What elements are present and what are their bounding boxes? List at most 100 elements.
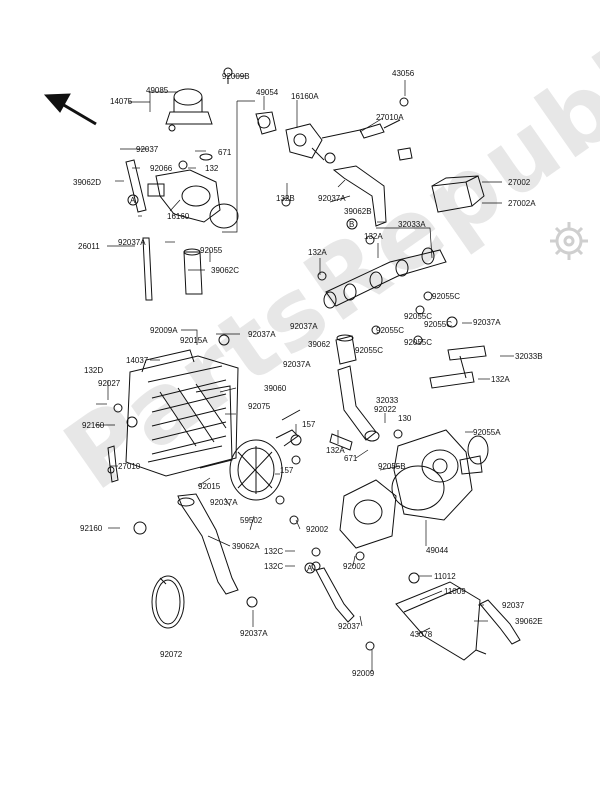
part-label-32033: 32033 [376, 396, 399, 405]
part-label-92037a-e: 92037A [283, 360, 311, 369]
water-pipe-32033 [329, 365, 380, 451]
part-label-11009: 11009 [444, 587, 466, 596]
part-label-92022: 92022 [374, 405, 397, 414]
part-label-92037-b: 92037 [502, 601, 525, 610]
part-label-92066: 92066 [150, 164, 173, 173]
callout-b: B [349, 220, 355, 229]
radiator-39060 [125, 349, 239, 477]
hose-39062e [479, 599, 521, 645]
part-label-92055c-c: 92055C [424, 320, 453, 329]
part-label-27010: 27010 [118, 462, 141, 471]
part-label-157-a: 157 [302, 420, 316, 429]
part-label-11012: 11012 [434, 572, 456, 581]
part-label-27002: 27002 [508, 178, 531, 187]
gear-icon [550, 222, 588, 260]
part-label-92072: 92072 [160, 650, 183, 659]
part-label-92015: 92015 [198, 482, 221, 491]
water-pipe-32033b [429, 345, 487, 389]
water-pipe-32033a [323, 247, 458, 345]
part-label-132a-b: 132A [308, 248, 327, 257]
part-label-92037a-b: 92037A [118, 238, 146, 247]
part-label-16160a: 16160A [291, 92, 319, 101]
water-pump-49044 [339, 429, 489, 549]
part-label-92009a: 92009A [150, 326, 178, 335]
part-label-92075: 92075 [248, 402, 271, 411]
hose-a-section [315, 567, 355, 623]
part-label-16160: 16160 [167, 212, 190, 221]
part-label-92055c-a: 92055C [432, 292, 461, 301]
thermostat-housing [147, 153, 239, 229]
part-label-132b: 132B [276, 194, 295, 203]
hose-39062a [177, 493, 239, 595]
part-label-92037a-a: 92037A [318, 194, 346, 203]
part-label-92037a-d: 92037A [290, 322, 318, 331]
part-label-92002-a: 92002 [306, 525, 329, 534]
reservoir-43078 [395, 581, 487, 661]
part-label-671-b: 671 [344, 454, 358, 463]
part-label-14075: 14075 [110, 97, 133, 106]
part-label-130: 130 [398, 414, 412, 423]
part-label-92055c-b: 92055C [404, 312, 433, 321]
part-label-92002-b: 92002 [343, 562, 366, 571]
leader-lines [95, 75, 514, 672]
part-label-27010a: 27010A [376, 113, 404, 122]
part-label-92037a-c: 92037A [473, 318, 501, 327]
part-label-92055a: 92055A [473, 428, 501, 437]
clamp-92072 [151, 575, 185, 629]
part-label-43056: 43056 [392, 69, 415, 78]
part-label-39062a: 39062A [232, 542, 260, 551]
part-label-671-a: 671 [218, 148, 232, 157]
part-label-92055c-e: 92055C [404, 338, 433, 347]
part-label-92037a-g: 92037A [210, 498, 238, 507]
callout-circles [127, 194, 358, 574]
thermo-sensor [285, 97, 413, 164]
radiator-fan-59502 [229, 409, 301, 501]
part-label-92055c-f: 92055C [355, 346, 384, 355]
thermostat-cap [165, 67, 233, 125]
part-label-92015a: 92015A [180, 336, 208, 345]
part-label-92027: 92027 [98, 379, 121, 388]
part-label-43078: 43078 [410, 630, 433, 639]
part-label-92160-a: 92160 [82, 421, 105, 430]
part-label-132a-c: 132A [491, 375, 510, 384]
part-label-26011: 26011 [78, 242, 100, 251]
part-label-132a-d: 132A [326, 446, 345, 455]
part-label-92037-c: 92037 [338, 622, 361, 631]
part-label-132c-a: 132C [264, 547, 284, 556]
callout-a-upper: A [130, 196, 136, 205]
part-label-92160-b: 92160 [80, 524, 103, 533]
fan-relay [431, 175, 485, 213]
part-label-32033b: 32033B [515, 352, 543, 361]
part-label-59502: 59502 [240, 516, 263, 525]
part-label-39062b: 39062B [344, 207, 372, 216]
part-label-39062d: 39062D [73, 178, 102, 187]
pipe-26011 [142, 237, 153, 301]
part-label-32033a: 32033A [398, 220, 426, 229]
part-label-92055b: 92055B [378, 462, 406, 471]
hose-39062b [332, 165, 387, 227]
part-label-49044: 49044 [426, 546, 449, 555]
part-label-14037: 14037 [126, 356, 149, 365]
part-label-49085: 49085 [146, 86, 169, 95]
part-label-39060: 39060 [264, 384, 287, 393]
fitting-27010 [107, 445, 119, 483]
hose-39062 [335, 334, 357, 365]
part-label-39062: 39062 [308, 340, 331, 349]
part-label-92037-a: 92037 [136, 145, 159, 154]
part-label-132c-b: 132C [264, 562, 284, 571]
front-direction-arrow [43, 93, 97, 126]
part-label-132d: 132D [84, 366, 104, 375]
part-label-92055c-d: 92055C [376, 326, 405, 335]
part-label-39062e: 39062E [515, 617, 543, 626]
callout-a-lower: A [307, 564, 313, 573]
part-label-92037a-h: 92037A [240, 629, 268, 638]
hose-39062c [183, 248, 203, 295]
part-label-39062c: 39062C [211, 266, 240, 275]
part-label-92055: 92055 [200, 246, 223, 255]
part-label-132: 132 [205, 164, 219, 173]
small-parts [113, 124, 420, 651]
part-label-92009b: 92009B [222, 72, 250, 81]
part-label-49054: 49054 [256, 88, 279, 97]
